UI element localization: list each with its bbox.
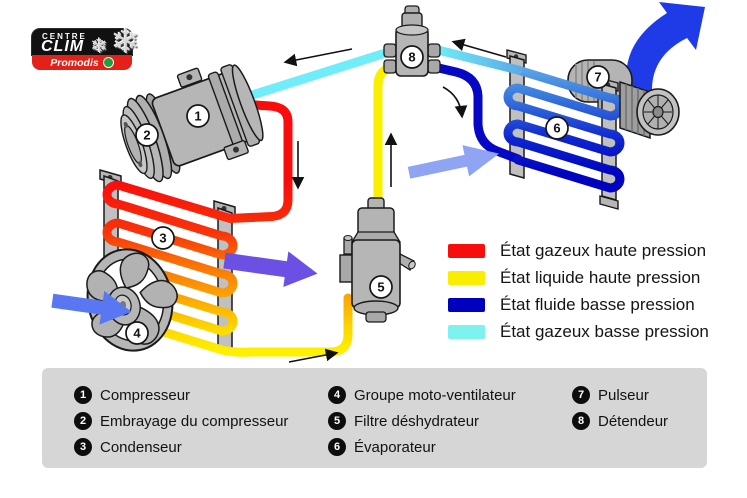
component-badge-2: 2 [135, 123, 159, 147]
component-badge-7: 7 [586, 65, 610, 89]
svg-text:3: 3 [159, 231, 166, 246]
component-badge-6: 6 [545, 116, 569, 140]
logo-brand-band: Promodis [32, 55, 132, 70]
component-badge-1: 1 [186, 104, 210, 128]
airflow-arrow-hot-air-out [223, 251, 318, 288]
cooling-fan [86, 248, 178, 352]
key-item-embrayage: 2 Embrayage du compresseur [74, 408, 288, 434]
flow-arrow-liquid-line [288, 348, 339, 363]
svg-text:2: 2 [143, 128, 150, 143]
key-column-1: 1 Compresseur 2 Embrayage du compresseur… [74, 382, 288, 460]
key-item-evaporateur: 6 Évaporateur [328, 434, 516, 460]
key-badge: 1 [74, 386, 92, 404]
centre-clim-logo: CENTRE CLIM ❄ ❄ Promodis [32, 25, 140, 70]
svg-text:4: 4 [133, 326, 141, 341]
logo-black-panel: CENTRE CLIM ❄ ❄ [32, 25, 140, 59]
key-item-filtre: 5 Filtre déshydrateur [328, 408, 516, 434]
svg-text:6: 6 [553, 121, 560, 136]
snowflake-small-icon: ❄ [91, 36, 108, 58]
flow-arrow-to-compressor [283, 48, 353, 67]
ac-circuit-diagram: 1 2 3 4 5 6 7 [51, 2, 705, 363]
logo-line-main: CLIM [41, 38, 85, 55]
key-badge: 4 [328, 386, 346, 404]
tube-high-pressure-liquid-to-valve [373, 61, 401, 215]
key-label: Groupe moto-ventilateur [354, 386, 516, 404]
airflow-arrow-cold-air-out [626, 2, 705, 94]
legend-swatch-blue [448, 297, 485, 312]
key-item-pulseur: 7 Pulseur [572, 382, 668, 408]
logo-line-top: CENTRE [42, 32, 87, 41]
legend-row: État gazeux haute pression [448, 237, 709, 264]
key-badge: 6 [328, 438, 346, 456]
key-badge: 2 [74, 412, 92, 430]
legend-label: État gazeux basse pression [500, 321, 709, 341]
blower-cage [619, 80, 680, 140]
key-label: Détendeur [598, 412, 669, 430]
key-label: Pulseur [598, 386, 649, 404]
flow-arrow-return-to-valve [451, 38, 507, 58]
flow-arrow-down-to-evaporator [442, 86, 468, 119]
legend-row: État fluide basse pression [448, 291, 709, 318]
airflow-arrow-air-in-condenser [51, 290, 132, 325]
key-column-3: 7 Pulseur 8 Détendeur [572, 382, 668, 434]
key-column-2: 4 Groupe moto-ventilateur 5 Filtre déshy… [328, 382, 516, 460]
tube-low-pressure-gas-to-compressor [241, 46, 397, 102]
component-badge-4: 4 [125, 321, 149, 345]
key-label: Compresseur [100, 386, 191, 404]
legend-row: État liquide haute pression [448, 264, 709, 291]
legend-label: État gazeux haute pression [500, 240, 707, 260]
svg-text:1: 1 [194, 109, 201, 124]
flow-state-legend: État gazeux haute pression État liquide … [448, 237, 709, 345]
airflow-arrow-air-in-evaporator [407, 145, 500, 179]
tube-low-pressure-fluid [425, 61, 523, 164]
diagram-badges: 1 2 3 4 5 6 7 [125, 45, 610, 345]
key-label: Condenseur [100, 438, 182, 456]
tube-low-pressure-gas-return [429, 44, 523, 75]
legend-label: État fluide basse pression [500, 294, 695, 314]
brand-dot-icon [102, 57, 114, 68]
component-badge-3: 3 [151, 226, 175, 250]
key-item-detendeur: 8 Détendeur [572, 408, 668, 434]
key-badge: 5 [328, 412, 346, 430]
svg-text:5: 5 [377, 280, 384, 295]
key-label: Filtre déshydrateur [354, 412, 480, 430]
legend-swatch-yellow [448, 270, 485, 285]
legend-row: État gazeux basse pression [448, 318, 709, 345]
key-label: Évaporateur [354, 438, 436, 456]
snowflake-icon: ❄ [111, 23, 141, 61]
key-badge: 3 [74, 438, 92, 456]
svg-text:8: 8 [408, 50, 415, 65]
key-item-condenseur: 3 Condenseur [74, 434, 288, 460]
legend-swatch-cyan [448, 324, 485, 339]
key-item-moto-ventilateur: 4 Groupe moto-ventilateur [328, 382, 516, 408]
receiver-drier [339, 197, 416, 323]
svg-text:7: 7 [594, 70, 601, 85]
key-badge: 7 [572, 386, 590, 404]
component-badge-8: 8 [400, 45, 424, 69]
component-key-panel: 1 Compresseur 2 Embrayage du compresseur… [42, 368, 707, 468]
key-label: Embrayage du compresseur [100, 412, 289, 430]
brand-name: Promodis [50, 56, 99, 69]
key-item-compresseur: 1 Compresseur [74, 382, 288, 408]
evaporator-coil [503, 65, 625, 193]
legend-swatch-red [448, 243, 485, 258]
key-badge: 8 [572, 412, 590, 430]
legend-label: État liquide haute pression [500, 267, 701, 287]
component-badge-5: 5 [369, 275, 393, 299]
